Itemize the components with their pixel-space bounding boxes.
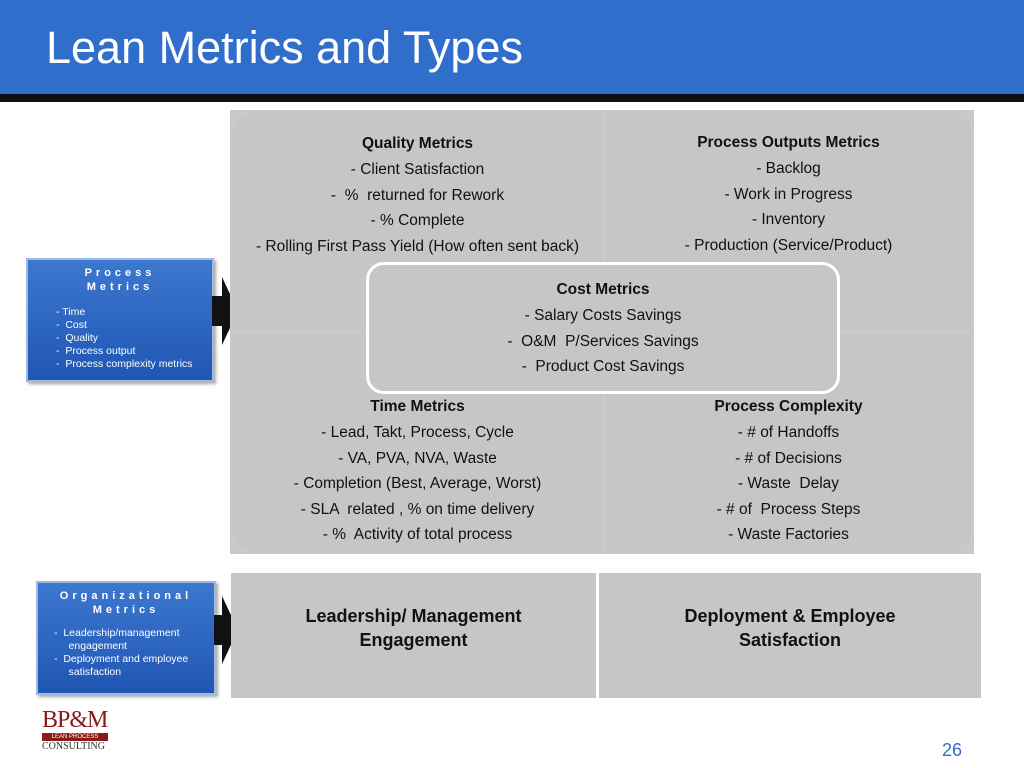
- list-item: - Process output: [56, 345, 136, 357]
- organizational-metrics-list: - Leadership/management engagement - Dep…: [38, 627, 214, 679]
- title-divider: [0, 94, 1024, 102]
- list-item: - Process complexity metrics: [56, 358, 193, 370]
- cost-metrics-title: Cost Metrics: [556, 281, 650, 298]
- organizational-metrics-box: Organizational Metrics - Leadership/mana…: [36, 581, 216, 695]
- list-item: - Waste Delay: [737, 475, 840, 492]
- list-item: - Product Cost Savings: [521, 358, 685, 375]
- list-item: - Deployment and employee: [54, 653, 189, 665]
- process-metrics-box: Process Metrics - Time - Cost - Quality …: [26, 258, 214, 382]
- process-outputs-title: Process Outputs Metrics: [697, 134, 880, 151]
- list-item: - Waste Factories: [728, 526, 849, 543]
- list-item: - Backlog: [756, 160, 821, 177]
- list-item: - # of Decisions: [735, 449, 842, 467]
- list-item: - O&M P/Services Savings: [507, 332, 699, 350]
- list-item: - # of Process Steps: [716, 500, 861, 518]
- list-item: - Work in Progress: [724, 185, 853, 203]
- process-arrow-stem: [212, 296, 222, 326]
- process-complexity-list: - # of Handoffs - # of Decisions - Waste…: [606, 420, 971, 548]
- list-item: - Lead, Takt, Process, Cycle: [321, 424, 514, 441]
- list-item: satisfaction: [54, 666, 122, 678]
- organizational-metrics-title: Organizational Metrics: [59, 590, 193, 616]
- list-item: - Salary Costs Savings: [524, 307, 682, 324]
- process-metrics-title: Process Metrics: [84, 267, 156, 293]
- list-item: - Production (Service/Product): [684, 236, 893, 254]
- page-number: 26: [941, 740, 962, 760]
- list-item: - Quality: [56, 332, 99, 344]
- list-item: - Cost: [56, 319, 87, 331]
- list-item: engagement: [54, 640, 127, 652]
- list-item: - # of Handoffs: [737, 424, 840, 441]
- list-item: - Time: [56, 306, 86, 318]
- slide-title: Lean Metrics and Types: [46, 22, 523, 73]
- company-logo: BP&M LEAN PROCESS CONSULTING: [42, 707, 108, 752]
- list-item: - SLA related , % on time delivery: [300, 500, 535, 518]
- list-item: - % returned for Rework: [330, 186, 505, 204]
- list-item: - Leadership/management: [54, 627, 180, 639]
- list-item: - % Complete: [370, 212, 465, 229]
- process-complexity-title: Process Complexity: [714, 398, 863, 415]
- list-item: - Inventory: [751, 211, 826, 228]
- org-arrow-stem: [214, 615, 222, 645]
- list-item: - % Activity of total process: [322, 526, 513, 543]
- process-outputs-list: - Backlog - Work in Progress - Inventory…: [606, 156, 971, 258]
- cost-metrics-box: Cost Metrics - Salary Costs Savings - O&…: [366, 262, 840, 394]
- cost-metrics-list: - Salary Costs Savings - O&M P/Services …: [369, 303, 837, 380]
- title-bar: Lean Metrics and Types: [0, 0, 1024, 94]
- leadership-engagement-cell: Leadership/ Management Engagement: [231, 573, 596, 698]
- list-item: - Completion (Best, Average, Worst): [293, 475, 542, 492]
- list-item: - Rolling First Pass Yield (How often se…: [255, 237, 580, 255]
- list-item: - VA, PVA, NVA, Waste: [338, 449, 497, 467]
- list-item: - Client Satisfaction: [350, 161, 485, 178]
- quality-metrics-title: Quality Metrics: [361, 135, 474, 152]
- time-metrics-title: Time Metrics: [370, 398, 465, 415]
- quality-metrics-list: - Client Satisfaction - % returned for R…: [233, 157, 602, 259]
- time-metrics-list: - Lead, Takt, Process, Cycle - VA, PVA, …: [233, 420, 602, 548]
- employee-satisfaction-cell: Deployment & Employee Satisfaction: [599, 573, 981, 698]
- process-metrics-list: - Time - Cost - Quality - Process output…: [28, 306, 212, 371]
